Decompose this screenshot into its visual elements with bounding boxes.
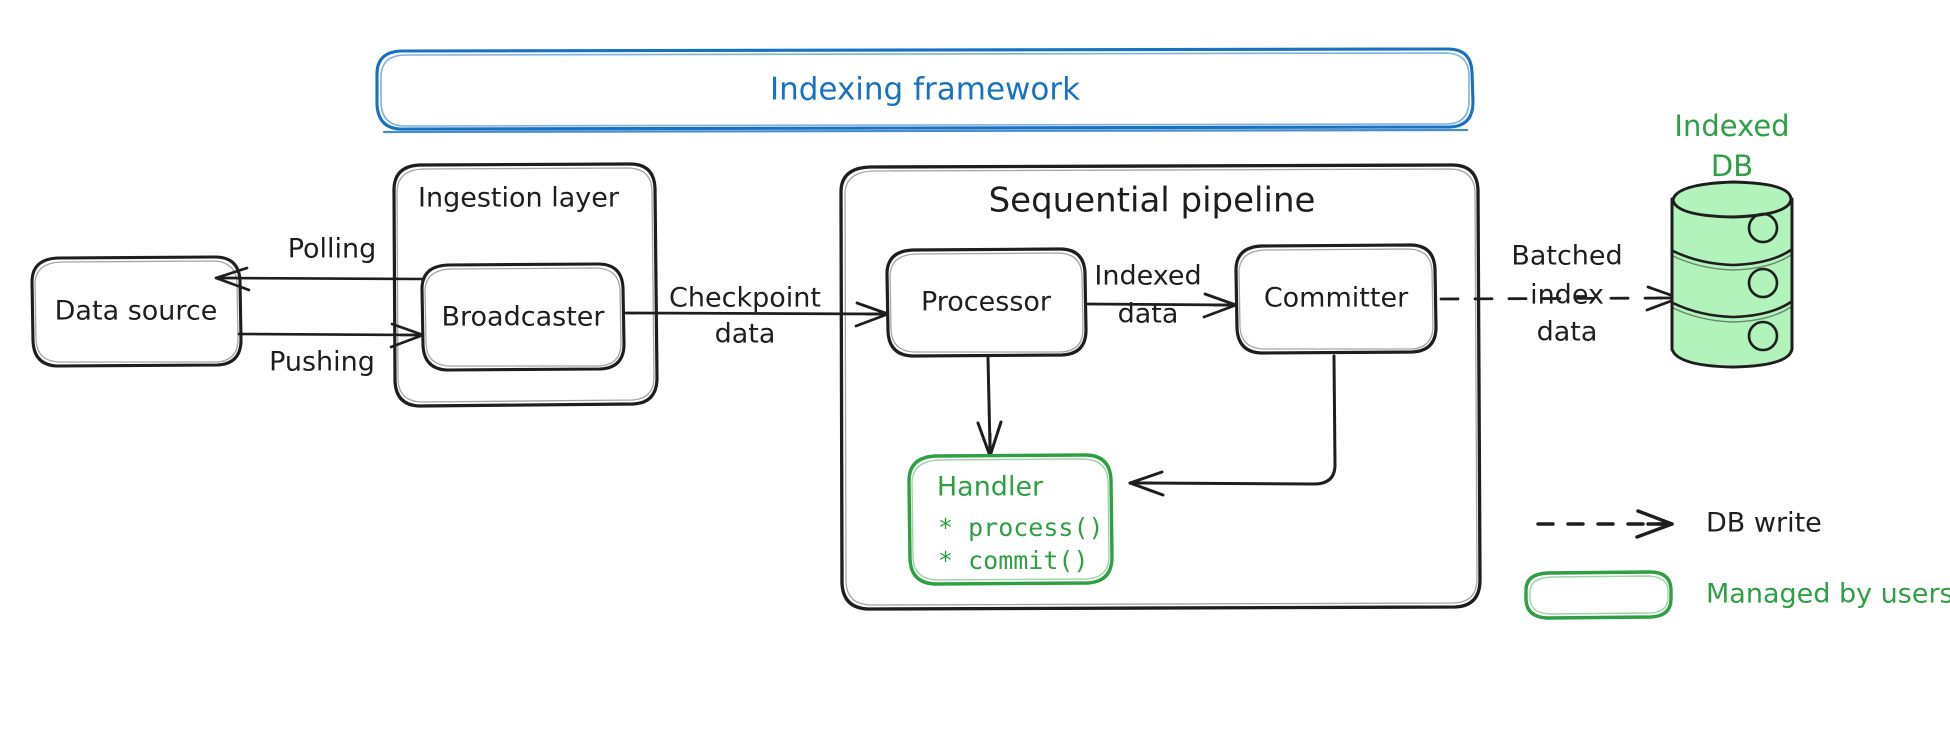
- indexed-db-cylinder[interactable]: [1670, 180, 1794, 369]
- indexing-framework-container: [375, 47, 1475, 134]
- handler-method-process: * process(): [938, 513, 1104, 542]
- indexed-data-label-line2: data: [1118, 299, 1179, 330]
- committer-box[interactable]: [1234, 243, 1438, 355]
- framework-title: Indexing framework: [770, 72, 1080, 108]
- committer-to-handler-arrow: [1128, 354, 1337, 497]
- processor-box[interactable]: [885, 247, 1088, 358]
- checkpoint-label-line2: data: [715, 319, 776, 350]
- broadcaster-label: Broadcaster: [442, 302, 606, 333]
- indexed-data-label-line1: Indexed: [1094, 261, 1201, 292]
- polling-arrow: [214, 266, 426, 292]
- legend-item-managed-by-users: [1524, 570, 1673, 620]
- legend-item-db-write: [1536, 509, 1674, 539]
- db-indicator-3: [1747, 320, 1779, 352]
- ingestion-layer-title: Ingestion layer: [418, 183, 620, 214]
- handler-title: Handler: [937, 472, 1044, 503]
- batched-label-line3: data: [1537, 317, 1598, 348]
- checkpoint-label-line1: Checkpoint: [669, 283, 821, 314]
- committer-label: Committer: [1264, 283, 1409, 314]
- legend-label-managed-by-users: Managed by users: [1706, 579, 1950, 610]
- processor-to-handler-arrow: [976, 356, 1003, 458]
- sequential-pipeline-title: Sequential pipeline: [989, 181, 1316, 221]
- processor-label: Processor: [921, 287, 1052, 318]
- sequential-pipeline-container: [839, 163, 1482, 611]
- db-indicator-1: [1747, 212, 1779, 244]
- data-source-label: Data source: [55, 296, 218, 327]
- handler-method-commit: * commit(): [938, 546, 1089, 575]
- batched-label-line1: Batched: [1511, 241, 1622, 272]
- broadcaster-box[interactable]: [420, 262, 626, 372]
- indexed-db-title-line1: Indexed: [1674, 109, 1789, 143]
- db-indicator-2: [1747, 267, 1779, 299]
- indexed-db-title-line2: DB: [1711, 149, 1753, 183]
- ingestion-layer-container: [392, 162, 659, 408]
- pushing-arrow: [237, 322, 425, 349]
- pushing-label: Pushing: [269, 347, 375, 378]
- legend-label-db-write: DB write: [1706, 508, 1822, 539]
- polling-label: Polling: [288, 234, 377, 265]
- handler-box[interactable]: [907, 453, 1114, 586]
- batched-label-line2: index: [1530, 280, 1604, 311]
